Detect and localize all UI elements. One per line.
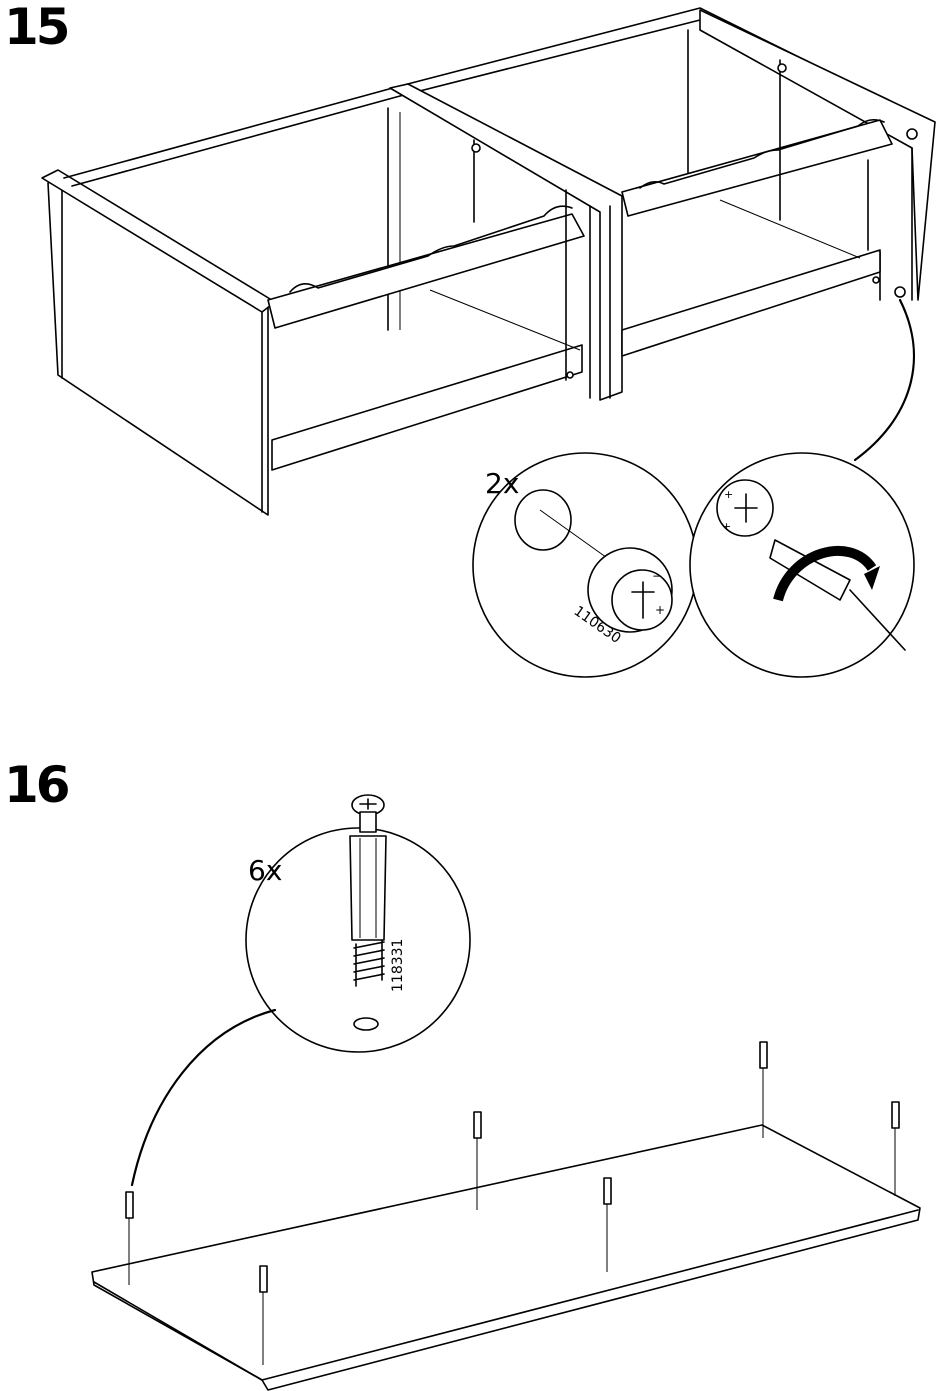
quantity-label-15: 2x xyxy=(485,467,519,500)
svg-text:+: + xyxy=(655,603,665,617)
frame-assembly-drawing xyxy=(42,8,935,515)
base-panel-drawing xyxy=(92,1125,920,1390)
leader-line-16 xyxy=(132,1010,275,1185)
dowel xyxy=(892,1102,899,1196)
dowel-detail-callout xyxy=(246,795,470,1052)
part-number-label-16: 118331 xyxy=(390,939,406,992)
dowel xyxy=(760,1042,767,1138)
svg-text:−: − xyxy=(652,569,662,583)
quantity-label-16: 6x xyxy=(248,854,282,887)
leader-line-15 xyxy=(855,300,914,460)
svg-text:+: + xyxy=(724,488,733,501)
svg-text:+: + xyxy=(722,520,731,533)
